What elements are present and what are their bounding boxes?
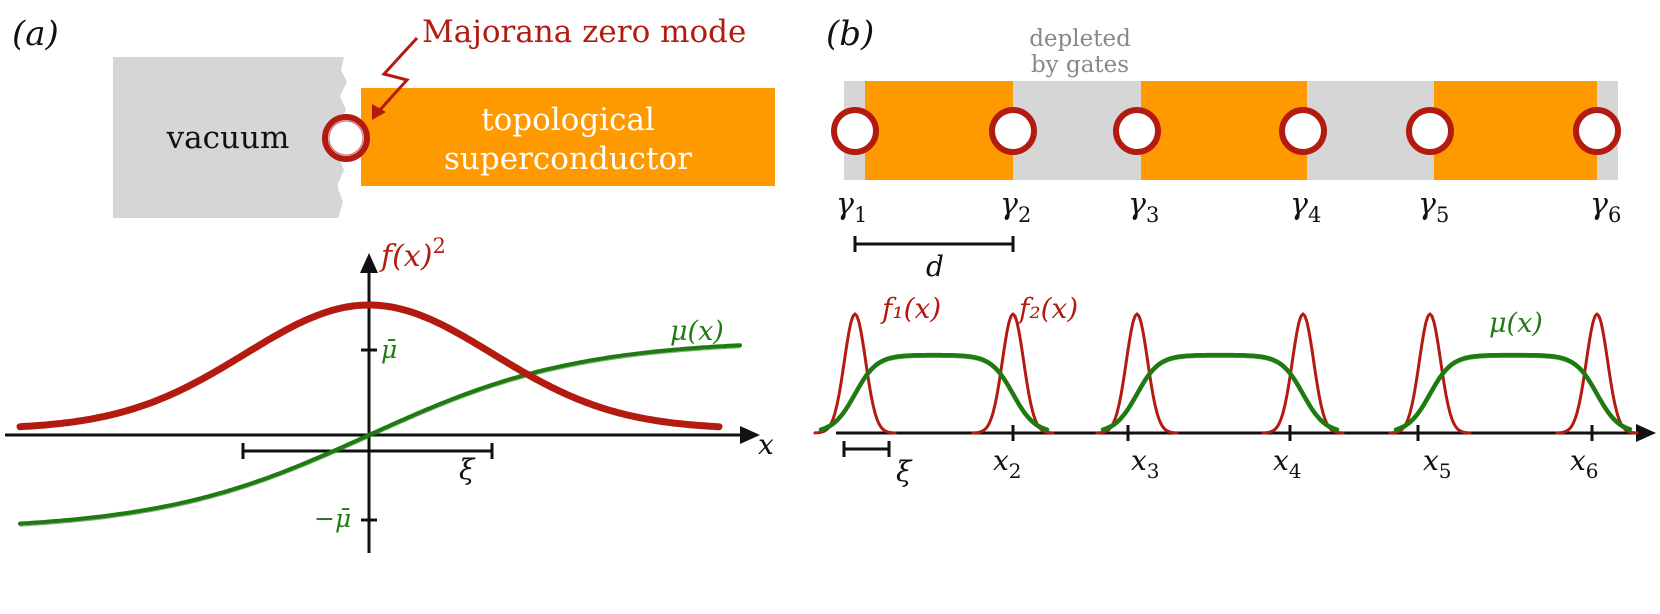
f-peak-4 [1261, 312, 1345, 435]
lightning-arrow-head [372, 104, 386, 120]
gamma-6-sub: 6 [1608, 203, 1621, 227]
gamma-1-base: γ [836, 187, 854, 222]
f-peak-2 [971, 312, 1055, 435]
gamma-3-base: γ [1128, 187, 1146, 222]
x-tick-labels: x2 x3 x4 x5 x6 [993, 444, 1599, 483]
majorana-ring-5 [1406, 107, 1454, 155]
mu-label-b: μ(x) [1489, 308, 1543, 339]
d-label: d [926, 250, 944, 283]
x5-label: x5 [1423, 444, 1452, 483]
x6-sub: 6 [1586, 459, 1599, 483]
majorana-ring-4 [1279, 107, 1327, 155]
x5-base: x [1423, 444, 1439, 477]
f-label-exp: 2 [432, 234, 445, 258]
x5-sub: 5 [1439, 459, 1452, 483]
xi-label-a: ξ [459, 453, 476, 486]
majorana-rings-b [831, 107, 1621, 155]
x-ticks-b [1011, 425, 1594, 441]
x-axis-a-label: x [758, 428, 774, 461]
f-squared-curve [16, 301, 723, 431]
majorana-ring-2 [989, 107, 1037, 155]
neg-mubar-label: −μ̄ [314, 504, 351, 533]
gamma-1-sub: 1 [854, 203, 867, 227]
mu-curve-a-texture [19, 347, 741, 527]
gamma-6-label: γ6 [1590, 187, 1621, 227]
f-peak-6 [1555, 312, 1639, 435]
x6-base: x [1570, 444, 1586, 477]
gamma-6-base: γ [1590, 187, 1608, 222]
x3-label: x3 [1131, 444, 1160, 483]
mubar-label: μ̄ [381, 335, 397, 364]
x2-label: x2 [993, 444, 1022, 483]
mu-curve-a [18, 343, 742, 526]
vacuum-label: vacuum [166, 120, 290, 156]
x6-label: x6 [1570, 444, 1599, 483]
gamma-3-label: γ3 [1128, 187, 1159, 227]
mu-curve-b-3-texture [1395, 356, 1631, 433]
panel-b: (b) depleted by gates γ1 γ2 γ3 γ4 γ5 γ6 [813, 14, 1656, 488]
panel-b-label: (b) [826, 14, 874, 54]
gamma-4-label: γ4 [1290, 187, 1321, 227]
curves-b [813, 312, 1639, 435]
majorana-ring-3 [1113, 107, 1161, 155]
gamma-labels: γ1 γ2 γ3 γ4 γ5 γ6 [836, 187, 1621, 227]
x2-sub: 2 [1009, 459, 1022, 483]
gamma-3-sub: 3 [1146, 203, 1159, 227]
gamma-1-label: γ1 [836, 187, 867, 227]
f-peak-1 [813, 312, 897, 435]
mu-curve-b-2-texture [1102, 356, 1338, 433]
majorana-ring-6 [1573, 107, 1621, 155]
gamma-4-base: γ [1290, 187, 1308, 222]
x4-label: x4 [1273, 444, 1302, 483]
ts-label-line2: superconductor [444, 141, 692, 177]
gamma-5-base: γ [1418, 187, 1436, 222]
xi-label-b: ξ [896, 455, 913, 488]
f-peak-5 [1388, 312, 1472, 435]
f1-label: f₁(x) [880, 292, 941, 325]
vacuum-region [113, 57, 338, 218]
panel-a-label: (a) [12, 14, 59, 54]
majorana-ring-a-inner [328, 120, 364, 156]
mu-curve-b-1 [818, 352, 1050, 432]
x3-base: x [1131, 444, 1147, 477]
mu-curve-b-1-texture [820, 356, 1048, 433]
x4-base: x [1273, 444, 1289, 477]
gamma-2-base: γ [1000, 187, 1018, 222]
gamma-4-sub: 4 [1308, 203, 1321, 227]
majorana-ring-a [322, 114, 370, 162]
curves-a [16, 301, 742, 527]
panel-a: (a) vacuum topological superconductor Ma… [5, 14, 775, 553]
x2-base: x [993, 444, 1009, 477]
topological-superconductor-region [361, 88, 775, 186]
gamma-2-label: γ2 [1000, 187, 1031, 227]
ts-label-line1: topological [481, 102, 655, 138]
y-axis-a-arrow [360, 253, 378, 273]
f-label-base: f(x) [379, 239, 432, 274]
depleted-label-line1: depleted [1029, 26, 1131, 52]
majorana-ring-1 [831, 107, 879, 155]
x4-sub: 4 [1289, 459, 1302, 483]
ts-segment-1 [865, 81, 1013, 180]
ts-segment-3 [1434, 81, 1597, 180]
f-squared-label: f(x)2 [379, 234, 446, 274]
x-axis-b-arrow [1636, 424, 1656, 442]
depleted-label-line2: by gates [1031, 52, 1129, 78]
f2-label: f₂(x) [1017, 292, 1078, 325]
mu-label-a: μ(x) [670, 316, 724, 347]
gamma-5-label: γ5 [1418, 187, 1449, 227]
gamma-2-sub: 2 [1018, 203, 1031, 227]
mu-curve-b-2 [1100, 352, 1340, 432]
lightning-arrow [377, 36, 419, 113]
x-axis-a-arrow [740, 426, 760, 444]
mu-curve-b-3 [1393, 352, 1633, 432]
majorana-callout: Majorana zero mode [422, 14, 746, 50]
gamma-5-sub: 5 [1436, 203, 1449, 227]
f-peak-3 [1095, 312, 1179, 435]
x3-sub: 3 [1147, 459, 1160, 483]
